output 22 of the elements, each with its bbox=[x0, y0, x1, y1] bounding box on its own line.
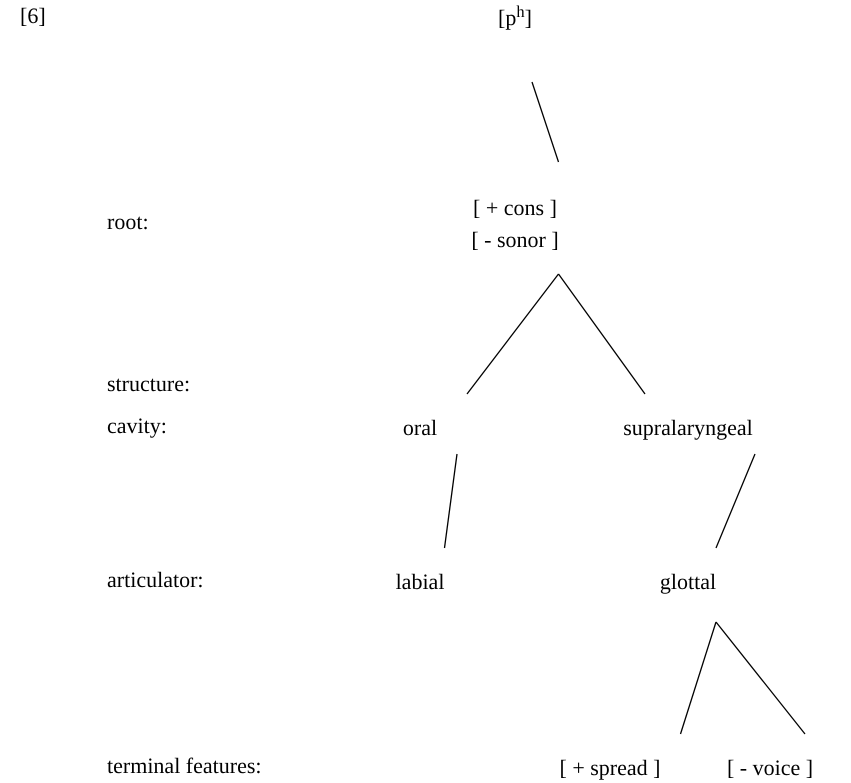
feature-label: oral bbox=[402, 414, 438, 442]
tier-label: root: bbox=[107, 208, 149, 236]
tree-branch bbox=[444, 454, 458, 548]
feature-label: [ + cons ] bbox=[473, 194, 557, 222]
tree-branch bbox=[715, 454, 756, 548]
feature-label: [ - voice ] bbox=[726, 754, 814, 782]
feature-label: [ - sonor ] bbox=[471, 226, 559, 254]
tree-branch bbox=[531, 82, 560, 162]
tree-branch bbox=[466, 274, 560, 394]
tier-label: articulator: bbox=[107, 566, 204, 594]
feature-label: supralaryngeal bbox=[623, 414, 753, 442]
feature-label: glottal bbox=[660, 568, 716, 596]
tier-label: structure: bbox=[107, 370, 190, 398]
tree-branch bbox=[680, 622, 717, 734]
tree-branch bbox=[558, 274, 646, 394]
tier-label: cavity: bbox=[107, 412, 167, 440]
tree-branch bbox=[716, 622, 806, 734]
feature-label: [ + spread ] bbox=[560, 754, 660, 782]
feature-label: [p$^{h}$] bbox=[498, 2, 532, 32]
example-number: [6] bbox=[20, 2, 46, 30]
tier-label: terminal features: bbox=[107, 752, 262, 780]
feature-label: labial bbox=[396, 568, 444, 596]
